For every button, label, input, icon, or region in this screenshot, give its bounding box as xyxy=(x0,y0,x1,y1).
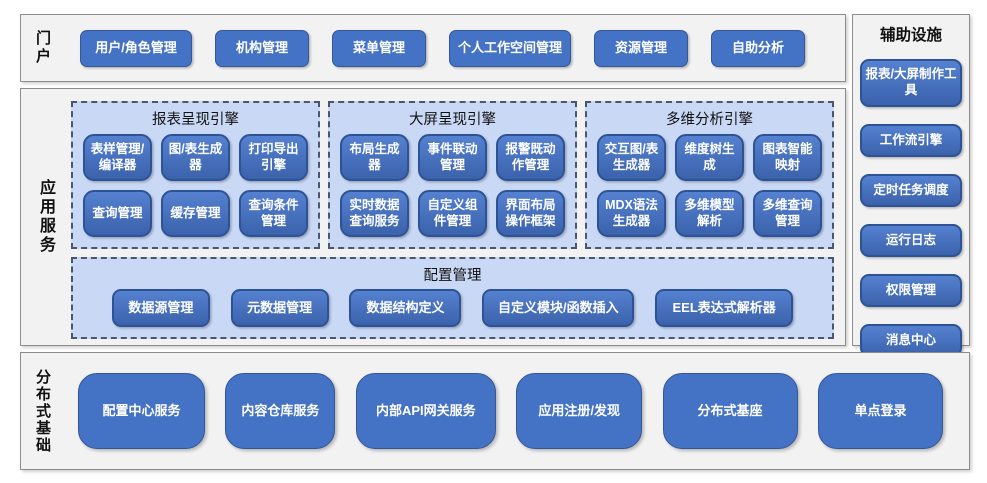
node-chart-smart-mapping: 图表智能映射 xyxy=(753,134,822,181)
node-layout-generator: 布局生成器 xyxy=(340,134,409,181)
node-dimension-tree-generation: 维度树生成 xyxy=(675,134,744,181)
node-report-style-compiler: 表样管理/编译器 xyxy=(83,134,152,181)
panel-olap-engine-grid: 交互图/表生成器 维度树生成 图表智能映射 MDX语法生成器 多维模型解析 多维… xyxy=(587,131,832,247)
node-interactive-chart-generator: 交互图/表生成器 xyxy=(597,134,666,181)
app-services-content: 报表呈现引擎 表样管理/编译器 图/表生成器 打印导出引擎 查询管理 缓存管理 … xyxy=(71,101,834,339)
node-message-center: 消息中心 xyxy=(860,324,962,357)
app-services-section: 应用服务 报表呈现引擎 表样管理/编译器 图/表生成器 打印导出引擎 查询管理 … xyxy=(20,88,846,346)
node-query-condition-management: 查询条件管理 xyxy=(239,190,308,237)
foundation-buttons: 配置中心服务 内容仓库服务 内部API网关服务 应用注册/发现 分布式基座 单点… xyxy=(78,373,943,449)
node-custom-module-function-insert: 自定义模块/函数插入 xyxy=(482,289,635,327)
node-metadata-management: 元数据管理 xyxy=(230,289,329,327)
node-user-role-management: 用户/角色管理 xyxy=(80,29,192,67)
node-ui-layout-operation-framework: 界面布局操作框架 xyxy=(496,190,565,237)
portal-section-label: 门户 xyxy=(34,30,51,66)
panel-title: 报表呈现引擎 xyxy=(152,112,239,128)
node-workflow-engine: 工作流引擎 xyxy=(860,124,962,157)
node-self-service-analysis: 自助分析 xyxy=(711,29,805,67)
panel-title: 大屏呈现引擎 xyxy=(409,112,496,128)
node-data-structure-definition: 数据结构定义 xyxy=(349,289,462,327)
engine-panels: 报表呈现引擎 表样管理/编译器 图/表生成器 打印导出引擎 查询管理 缓存管理 … xyxy=(71,101,834,249)
panel-config-management: 配置管理 数据源管理 元数据管理 数据结构定义 自定义模块/函数插入 EEL表达… xyxy=(71,257,834,339)
node-mdx-syntax-generator: MDX语法生成器 xyxy=(597,190,666,237)
panel-olap-engine: 多维分析引擎 交互图/表生成器 维度树生成 图表智能映射 MDX语法生成器 多维… xyxy=(585,101,834,249)
node-multidim-model-parsing: 多维模型解析 xyxy=(675,190,744,237)
panel-bigscreen-engine: 大屏呈现引擎 布局生成器 事件联动管理 报警既动作管理 实时数据查询服务 自定义… xyxy=(328,101,577,249)
node-run-logs: 运行日志 xyxy=(860,224,962,257)
node-event-linkage-management: 事件联动管理 xyxy=(418,134,487,181)
node-menu-management: 菜单管理 xyxy=(332,29,426,67)
node-personal-workspace-management: 个人工作空间管理 xyxy=(449,29,571,67)
panel-report-engine-grid: 表样管理/编译器 图/表生成器 打印导出引擎 查询管理 缓存管理 查询条件管理 xyxy=(73,131,318,247)
node-custom-component-management: 自定义组件管理 xyxy=(418,190,487,237)
foundation-section-label: 分布式基础 xyxy=(34,368,51,454)
auxiliary-section: 辅助设施 报表/大屏制作工具 工作流引擎 定时任务调度 运行日志 权限管理 消息… xyxy=(852,14,970,357)
node-content-repository-service: 内容仓库服务 xyxy=(225,373,336,449)
portal-section: 门户 用户/角色管理 机构管理 菜单管理 个人工作空间管理 资源管理 自助分析 xyxy=(20,14,846,82)
node-multidim-query-management: 多维查询管理 xyxy=(753,190,822,237)
panel-bigscreen-engine-grid: 布局生成器 事件联动管理 报警既动作管理 实时数据查询服务 自定义组件管理 界面… xyxy=(330,131,575,247)
node-realtime-data-query-service: 实时数据查询服务 xyxy=(340,190,409,237)
node-eel-expression-parser: EEL表达式解析器 xyxy=(655,289,794,327)
portal-buttons: 用户/角色管理 机构管理 菜单管理 个人工作空间管理 资源管理 自助分析 xyxy=(80,29,805,67)
auxiliary-section-title: 辅助设施 xyxy=(879,27,942,44)
node-config-center-service: 配置中心服务 xyxy=(78,373,205,449)
app-services-section-label: 应用服务 xyxy=(37,179,54,255)
config-buttons: 数据源管理 元数据管理 数据结构定义 自定义模块/函数插入 EEL表达式解析器 xyxy=(73,287,832,337)
panel-report-engine: 报表呈现引擎 表样管理/编译器 图/表生成器 打印导出引擎 查询管理 缓存管理 … xyxy=(71,101,320,249)
node-app-registration-discovery: 应用注册/发现 xyxy=(516,373,643,449)
foundation-section: 分布式基础 配置中心服务 内容仓库服务 内部API网关服务 应用注册/发现 分布… xyxy=(20,352,970,470)
node-datasource-management: 数据源管理 xyxy=(111,289,210,327)
node-permission-management: 权限管理 xyxy=(860,274,962,307)
panel-title: 配置管理 xyxy=(423,268,482,284)
node-single-sign-on: 单点登录 xyxy=(817,373,943,449)
node-organization-management: 机构管理 xyxy=(215,29,309,67)
node-cache-management: 缓存管理 xyxy=(161,190,230,237)
node-internal-api-gateway-service: 内部API网关服务 xyxy=(355,373,496,449)
node-distributed-base: 分布式基座 xyxy=(662,373,798,449)
node-print-export-engine: 打印导出引擎 xyxy=(239,134,308,181)
node-resource-management: 资源管理 xyxy=(594,29,688,67)
panel-title: 多维分析引擎 xyxy=(666,112,753,128)
node-query-management: 查询管理 xyxy=(83,190,152,237)
node-scheduled-task-scheduling: 定时任务调度 xyxy=(860,174,962,207)
node-report-bigscreen-authoring-tool: 报表/大屏制作工具 xyxy=(860,59,962,107)
auxiliary-buttons: 报表/大屏制作工具 工作流引擎 定时任务调度 运行日志 权限管理 消息中心 xyxy=(860,59,962,357)
node-chart-table-generator: 图/表生成器 xyxy=(161,134,230,181)
node-alarm-action-management: 报警既动作管理 xyxy=(496,134,565,181)
